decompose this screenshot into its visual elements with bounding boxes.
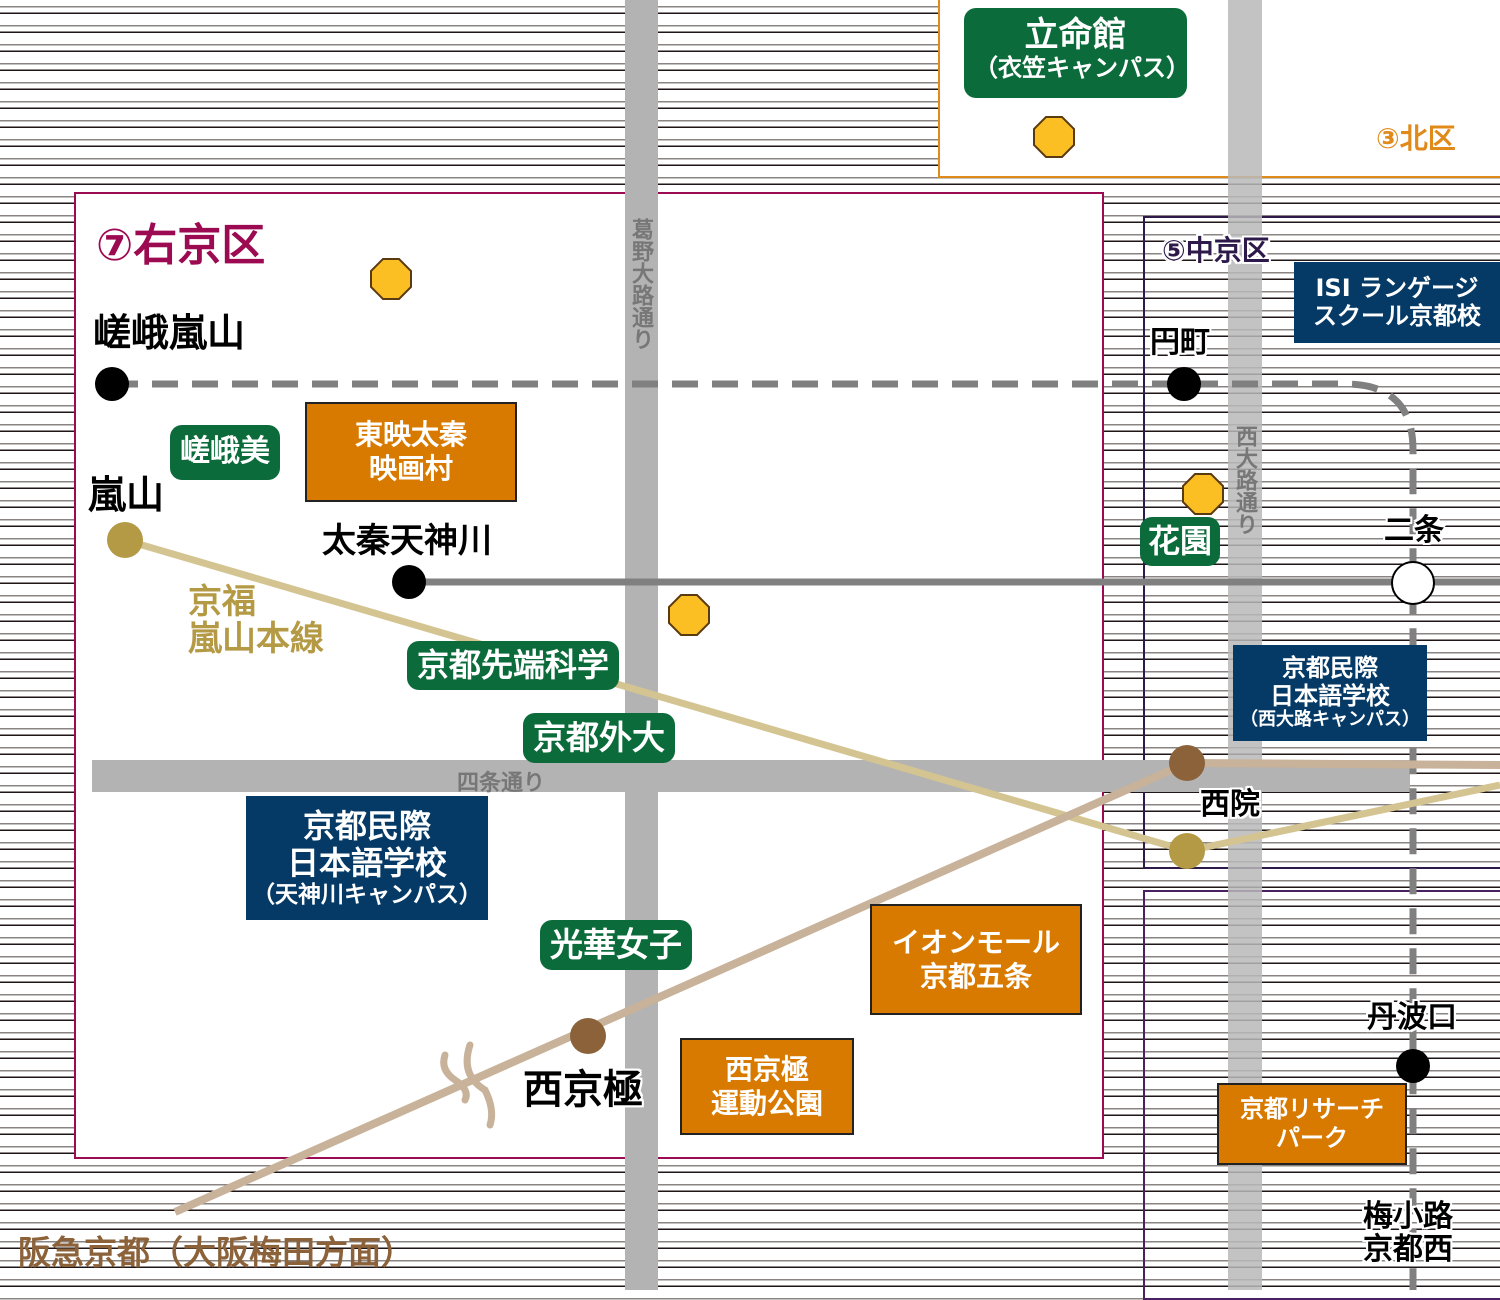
kadono-road-label: 葛野大路通り [628, 218, 653, 350]
landmark-research-line1: 京都リサーチ [1240, 1095, 1384, 1124]
landmark-aeon-line2: 京都五条 [919, 959, 1032, 993]
language-school-tenjingawa-line1: 京都民際 [302, 806, 431, 845]
station-dot-emmachi [1167, 367, 1201, 401]
school-ritsumeikan-name: 立命館 [1024, 15, 1127, 55]
language-school-nishioji-line2: 日本語学校 [1270, 681, 1390, 710]
station-label-nishikyogoku: 西京極 [523, 1067, 643, 1113]
school-sentan[interactable]: 京都先端科学 [407, 641, 620, 690]
school-koka[interactable]: 光華女子 [540, 920, 692, 970]
language-school-tenjingawa-line3: （天神川キャンパス） [252, 881, 482, 908]
school-ritsumeikan[interactable]: 立命館 （衣笠キャンパス） [964, 8, 1190, 98]
station-dot-tambaguchi [1396, 1049, 1430, 1083]
station-label-uzumasa: 太秦天神川 [322, 521, 492, 561]
station-label-nijo: 二条 [1384, 513, 1444, 548]
station-label-saiin: 西院 [1200, 787, 1260, 822]
landmark-park-line2: 運動公園 [710, 1086, 823, 1120]
landmark-research-park[interactable]: 京都リサーチ パーク [1217, 1083, 1407, 1165]
marker-octagon-icon [1182, 473, 1224, 515]
language-school-isi-line2: スクール京都校 [1313, 301, 1481, 330]
station-dot-saiin-hankyu [1169, 745, 1205, 781]
language-school-nishioji[interactable]: 京都民際 日本語学校 （西大路キャンパス） [1233, 645, 1427, 741]
language-school-isi-line1: ISI ランゲージ [1315, 273, 1479, 302]
station-label-tambaguchi: 丹波口 [1367, 1000, 1457, 1035]
katsura-river-icon [440, 1041, 496, 1129]
language-school-isi[interactable]: ISI ランゲージ スクール京都校 [1294, 262, 1500, 343]
station-dot-uzumasa [392, 565, 426, 599]
landmark-toei-line2: 映画村 [368, 452, 453, 485]
school-hanazono[interactable]: 花園 [1140, 517, 1221, 566]
school-gaidai[interactable]: 京都外大 [523, 713, 675, 763]
nakagyo-district-label: ⑤中京区 [1162, 234, 1270, 267]
marker-octagon-icon [370, 258, 412, 300]
station-dot-nishikyogoku [570, 1018, 606, 1054]
station-dot-saga-arashiyama [95, 367, 129, 401]
language-school-tenjingawa[interactable]: 京都民際 日本語学校 （天神川キャンパス） [246, 796, 488, 920]
school-sagabi[interactable]: 嵯峨美 [170, 425, 280, 480]
shijo-road-label: 四条通り [457, 771, 546, 796]
marker-octagon-icon [668, 594, 710, 636]
language-school-nishioji-line1: 京都民際 [1282, 654, 1378, 683]
landmark-aeon-line1: イオンモール [891, 925, 1060, 959]
school-ritsumeikan-campus: （衣笠キャンパス） [974, 54, 1190, 83]
ukyo-district-label: ⑦右京区 [96, 220, 266, 271]
randen-line-label: 京福 嵐山本線 [188, 582, 324, 660]
hankyu-line-label: 阪急京都（大阪梅田方面） [18, 1233, 414, 1272]
station-label-arashiyama: 嵐山 [88, 473, 165, 517]
nishioji-road-label: 西大路通り [1232, 425, 1257, 535]
station-dot-arashiyama [107, 522, 143, 558]
station-label-saga-arashiyama: 嵯峨嵐山 [93, 311, 246, 355]
landmark-research-line2: パーク [1276, 1124, 1348, 1152]
landmark-aeon[interactable]: イオンモール 京都五条 [870, 904, 1082, 1015]
station-label-emmachi: 円町 [1150, 325, 1210, 360]
station-dot-saiin-randen [1169, 833, 1205, 869]
jr-sagano-line [112, 380, 1417, 1290]
kita-district-label: ③北区 [1376, 122, 1456, 155]
kadono-oji-road [625, 0, 658, 1290]
station-label-umekoji: 梅小路 京都西 [1363, 1199, 1453, 1267]
marker-octagon-icon [1033, 116, 1075, 158]
language-school-nishioji-line3: （西大路キャンパス） [1240, 709, 1420, 731]
station-dot-nijo [1391, 561, 1435, 605]
landmark-toei-line1: 東映太秦 [354, 418, 467, 452]
language-school-tenjingawa-line2: 日本語学校 [286, 843, 447, 882]
landmark-toei[interactable]: 東映太秦 映画村 [305, 402, 517, 502]
landmark-nishikyogoku-park[interactable]: 西京極 運動公園 [680, 1038, 854, 1135]
landmark-park-line1: 西京極 [724, 1052, 809, 1086]
